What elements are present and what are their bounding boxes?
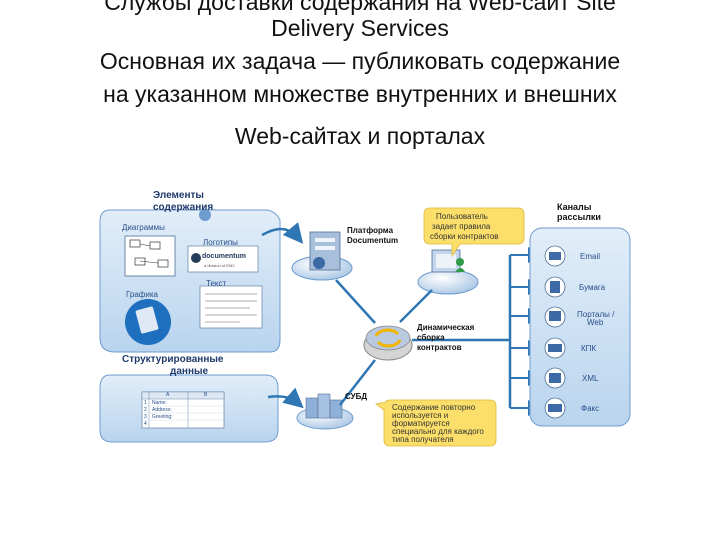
platform-label-2: Documentum	[347, 236, 399, 245]
user-note-line-3: сборки контрактов	[430, 232, 499, 241]
spreadsheet-col-b: B	[204, 392, 208, 398]
label-text: Текст	[206, 279, 227, 288]
title-line-0: Службы доставки содержания на Web-сайт S…	[104, 0, 616, 15]
logo-tagline: a division of EMC	[204, 263, 236, 268]
channel-fax: Факс	[581, 404, 600, 413]
label-diagrams: Диаграммы	[122, 223, 165, 232]
row-num-2: 2	[144, 407, 147, 413]
text-thumbnail	[199, 285, 263, 329]
channel-portals: Порталы /	[577, 310, 615, 319]
reuse-note-line-3: форматируется	[392, 419, 450, 428]
platform-label-1: Платформа	[347, 226, 394, 235]
dbms-label: СУБД	[345, 392, 368, 401]
row-text-1: Name:	[152, 400, 167, 406]
spreadsheet	[141, 391, 225, 429]
row-text-2: Address:	[152, 407, 172, 413]
graphic-thumbnail	[125, 299, 171, 345]
reuse-note-line-2: используется и	[392, 411, 449, 420]
reuse-note-line-1: Содержание повторно	[392, 403, 476, 412]
user-note-line-1: Пользователь	[436, 212, 488, 221]
channel-email: Email	[580, 252, 601, 261]
reuse-note-line-5: типа получателя	[392, 435, 454, 444]
label-logos: Логотипы	[203, 238, 238, 247]
row-num-1: 1	[144, 400, 147, 406]
arrow-data-to-dbms	[267, 387, 304, 409]
channels-heading-2: рассылки	[557, 212, 601, 222]
user-workstation-icon	[417, 249, 479, 295]
spreadsheet-col-a: A	[166, 392, 170, 398]
title-line-1: Delivery Services	[271, 15, 449, 41]
line-dbms-hub	[339, 359, 376, 406]
user-note-callout	[423, 207, 525, 258]
title-line-2: Основная их задача — публиковать содержа…	[99, 48, 621, 74]
arrow-content-to-platform	[261, 222, 304, 244]
platform-server-icon	[291, 231, 353, 281]
dbms-icon	[296, 393, 354, 430]
diagram-thumbnail	[124, 235, 176, 277]
line-platform-hub	[335, 279, 376, 324]
title-line-4: Web-сайтах и порталах	[234, 123, 486, 149]
channel-pda: КПК	[581, 344, 597, 353]
row-num-3: 3	[144, 414, 147, 420]
channel-web: Web	[587, 318, 604, 327]
line-user-hub	[399, 289, 433, 323]
structured-data-heading-2: данные	[170, 366, 209, 377]
channels-heading-1: Каналы	[557, 202, 592, 212]
label-graphics: Графика	[126, 290, 158, 299]
assembly-hub-icon	[363, 325, 413, 361]
assembly-label-2: сборка	[417, 333, 445, 342]
assembly-label-1: Динамическая	[417, 323, 475, 332]
title-line-3: на указанном множестве внутренних и внеш…	[103, 81, 617, 107]
logo-name: documentum	[202, 253, 246, 260]
row-num-4: 4	[144, 421, 147, 427]
reuse-note-line-4: специально для каждого	[392, 427, 484, 436]
content-elements-heading-1: Элементы	[153, 190, 204, 201]
user-note-line-2: задает правила	[432, 222, 491, 231]
assembly-label-3: контрактов	[417, 343, 462, 352]
channel-xml: XML	[582, 374, 599, 383]
row-text-3: Greeting:	[152, 414, 173, 420]
channel-paper: Бумага	[579, 283, 606, 292]
content-elements-heading-2: содержания	[153, 202, 214, 213]
reuse-note-callout	[375, 399, 497, 447]
structured-data-heading-1: Структурированные	[122, 354, 224, 365]
